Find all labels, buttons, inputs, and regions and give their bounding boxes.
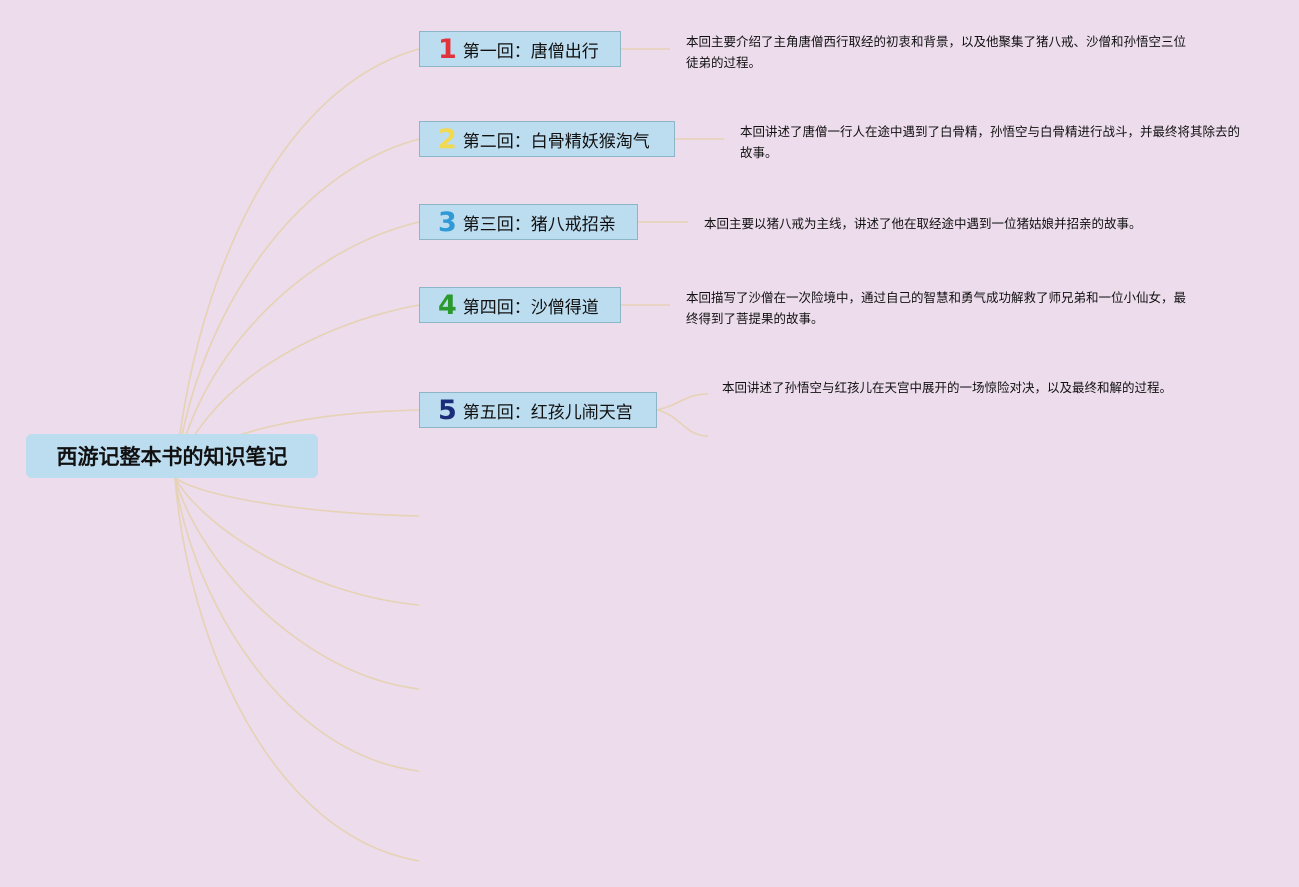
branch-line-empty-4 — [174, 477, 420, 772]
branch-line-empty-2 — [174, 477, 420, 606]
note-chapter-1: 本回主要介绍了主角唐僧西行取经的初衷和背景，以及他聚集了猪八戒、沙僧和孙悟空三位… — [686, 34, 1187, 70]
topic-chapter-1-title: 第一回：唐僧出行 — [462, 41, 599, 62]
note-chapter-4: 本回描写了沙僧在一次险境中，通过自己的智慧和勇气成功解救了师兄弟和一位小仙女，最… — [686, 290, 1187, 326]
topic-chapter-5-title: 第五回：红孩儿闹天宫 — [462, 402, 633, 423]
branch-line-3 — [174, 221, 420, 479]
number-1-icon: 1 — [438, 33, 457, 65]
number-3-icon: 3 — [438, 206, 457, 238]
note-chapter-2: 本回讲述了唐僧一行人在途中遇到了白骨精，孙悟空与白骨精进行战斗，并最终将其除去的… — [740, 124, 1241, 160]
topic-chapter-2[interactable]: 2 第二回：白骨精妖猴淘气 — [419, 121, 675, 157]
number-4-icon: 4 — [438, 289, 457, 321]
topic-chapter-4[interactable]: 4 第四回：沙僧得道 — [419, 287, 621, 323]
number-5-icon: 5 — [438, 394, 457, 426]
number-2-icon: 2 — [438, 123, 457, 155]
note-line-5b — [656, 409, 709, 437]
branch-line-2 — [174, 138, 420, 479]
topic-chapter-4-title: 第四回：沙僧得道 — [462, 297, 599, 318]
note-chapter-5: 本回讲述了孙悟空与红孩儿在天宫中展开的一场惊险对决，以及最终和解的过程。 — [722, 380, 1173, 395]
root-title: 西游记整本书的知识笔记 — [56, 445, 288, 469]
topic-chapter-3-title: 第三回：猪八戒招亲 — [462, 214, 616, 235]
note-chapter-3: 本回主要以猪八戒为主线，讲述了他在取经途中遇到一位猪姑娘并招亲的故事。 — [704, 216, 1142, 231]
root-topic[interactable]: 西游记整本书的知识笔记 — [26, 434, 318, 478]
topic-chapter-5[interactable]: 5 第五回：红孩儿闹天宫 — [419, 392, 657, 428]
topic-chapter-2-title: 第二回：白骨精妖猴淘气 — [462, 131, 650, 152]
branch-line-empty-1 — [174, 477, 420, 517]
topic-chapter-1[interactable]: 1 第一回：唐僧出行 — [419, 31, 621, 67]
branch-line-empty-3 — [174, 477, 420, 690]
topic-chapter-3[interactable]: 3 第三回：猪八戒招亲 — [419, 204, 638, 240]
branch-line-empty-5 — [174, 477, 420, 862]
note-line-5a — [656, 393, 709, 411]
branch-line-1 — [174, 48, 420, 479]
